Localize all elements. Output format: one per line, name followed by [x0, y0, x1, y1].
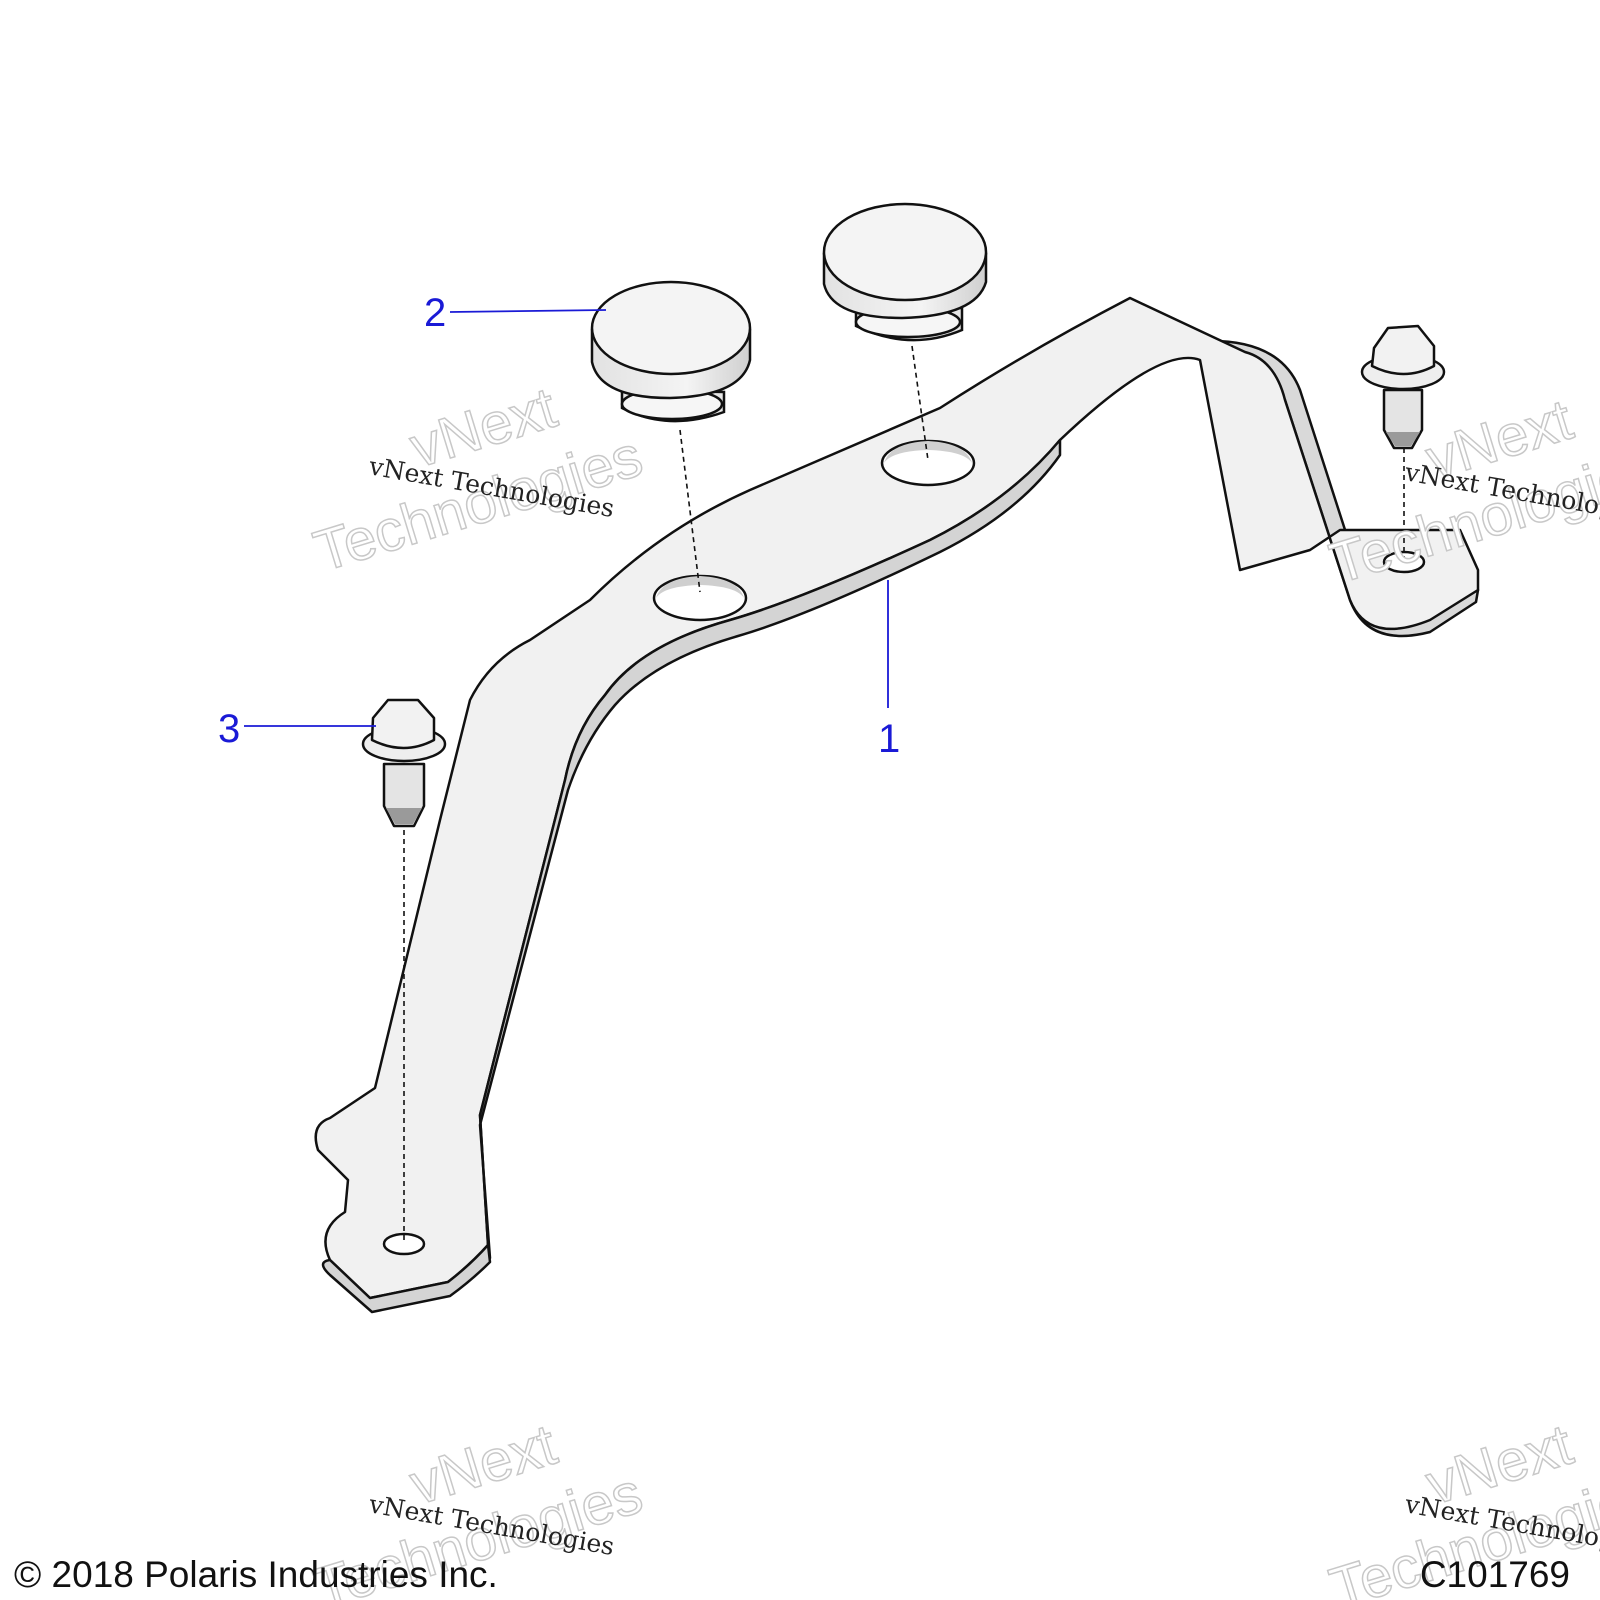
bracket-foot-edge: [321, 1243, 492, 1314]
screw-part: [1360, 324, 1446, 450]
leader-2: [449, 309, 607, 313]
screw-tip: [1386, 432, 1420, 446]
bracket-hole: [382, 1232, 426, 1256]
bracket-part: [314, 296, 1480, 1314]
bumper-part: [822, 202, 988, 342]
screw-tip: [386, 808, 422, 824]
callout-3: 3: [218, 707, 240, 751]
watermark-top-left: vNext Technologies vNext Technologies: [306, 374, 650, 585]
callout-1: 1: [878, 717, 900, 761]
bumper-cap-top: [822, 202, 988, 302]
bracket-hole-rim: [656, 576, 744, 598]
callout-leaders: [244, 309, 889, 727]
figure-id: C101769: [1419, 1554, 1570, 1595]
bumper-cap-top: [590, 280, 752, 376]
screw-hex-head: [370, 698, 436, 750]
bracket-hole-rim: [884, 441, 972, 463]
screw-hex-head: [1370, 324, 1436, 376]
copyright-notice: © 2018 Polaris Industries Inc.: [14, 1554, 498, 1595]
assembly-lines: [403, 345, 1405, 1240]
callout-2: 2: [424, 291, 446, 335]
screw-part: [361, 698, 447, 828]
bracket-arm-edge: [478, 438, 1062, 1260]
callouts: 1 2 3: [218, 291, 900, 761]
bumper-part: [590, 280, 752, 423]
